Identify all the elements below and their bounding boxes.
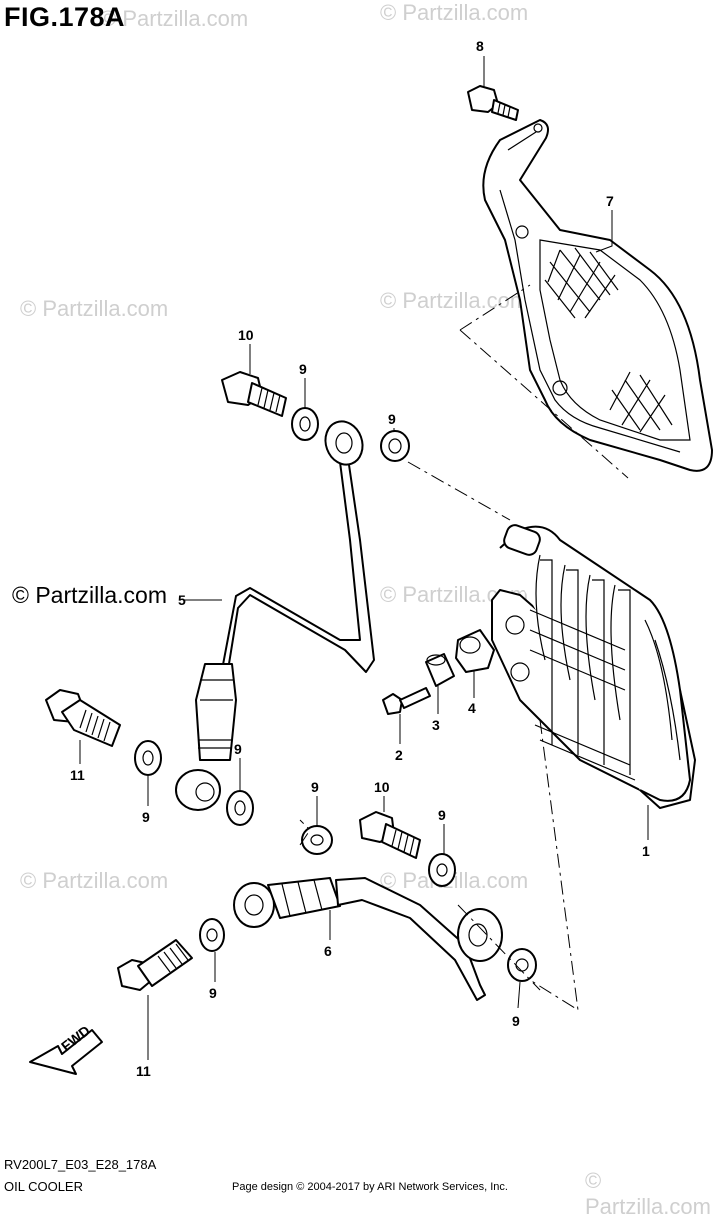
callout-10: 10 xyxy=(238,327,254,343)
washer-part-9 xyxy=(134,740,162,776)
washer-part-9 xyxy=(380,430,410,462)
callout-11: 11 xyxy=(70,767,85,783)
leader-lines xyxy=(79,56,649,1060)
union-bolt-part-11-lower xyxy=(117,939,193,991)
watermark: © Partzilla.com xyxy=(20,868,169,893)
callout-9: 9 xyxy=(142,809,150,825)
union-bolt-part-10-lower xyxy=(359,811,421,859)
callout-2: 2 xyxy=(395,747,403,763)
oil-hose-part-5 xyxy=(175,420,375,811)
callout-8: 8 xyxy=(476,38,484,54)
grommet-part-4 xyxy=(455,629,495,673)
watermark: © Partzilla.com xyxy=(100,6,249,31)
bolt-part-8 xyxy=(467,85,519,121)
watermark: © Partzilla.com xyxy=(380,0,529,25)
callout-11: 11 xyxy=(136,1063,151,1079)
oil-hose-part-6 xyxy=(233,877,503,1001)
figure-title: FIG.178A xyxy=(4,2,126,32)
washer-part-9 xyxy=(226,790,254,826)
callout-9: 9 xyxy=(388,411,396,427)
callout-9: 9 xyxy=(234,741,242,757)
section-name: OIL COOLER xyxy=(4,1179,83,1194)
callout-9: 9 xyxy=(512,1013,520,1029)
forward-arrow: FWD xyxy=(29,1022,103,1075)
washer-part-9 xyxy=(301,825,333,855)
callout-9: 9 xyxy=(299,361,307,377)
spacer-part-3 xyxy=(425,653,455,687)
callout-5: 5 xyxy=(178,592,186,608)
callout-7: 7 xyxy=(606,193,614,209)
washer-part-9 xyxy=(507,948,537,982)
alignment-lines xyxy=(299,284,629,1011)
callout-3: 3 xyxy=(432,717,440,733)
callout-1: 1 xyxy=(642,843,650,859)
callout-4: 4 xyxy=(468,700,476,716)
washer-part-9 xyxy=(428,853,456,887)
union-bolt-part-11-upper xyxy=(45,689,121,747)
callout-10: 10 xyxy=(374,779,390,795)
callout-9: 9 xyxy=(311,779,319,795)
callout-9: 9 xyxy=(438,807,446,823)
callouts: 8 7 10 9 9 5 2 3 4 1 11 9 9 9 10 9 6 9 1… xyxy=(70,38,650,1079)
oil-cooler-core xyxy=(491,524,696,809)
watermark: © Partzilla.com xyxy=(380,288,529,313)
watermark: © Partzilla.com xyxy=(20,296,169,321)
bolt-part-2 xyxy=(382,687,431,715)
bracket-guard xyxy=(482,119,713,472)
union-bolt-part-10-upper xyxy=(221,371,287,417)
watermark-dark: © Partzilla.com xyxy=(12,582,167,608)
washer-part-9 xyxy=(199,918,225,952)
diagram-code: RV200L7_E03_E28_178A xyxy=(4,1157,157,1172)
callout-6: 6 xyxy=(324,943,332,959)
bracket-mesh xyxy=(544,247,673,433)
callout-9: 9 xyxy=(209,985,217,1001)
washer-part-9 xyxy=(291,407,319,441)
footer-credit: Page design © 2004-2017 by ARI Network S… xyxy=(232,1181,508,1193)
